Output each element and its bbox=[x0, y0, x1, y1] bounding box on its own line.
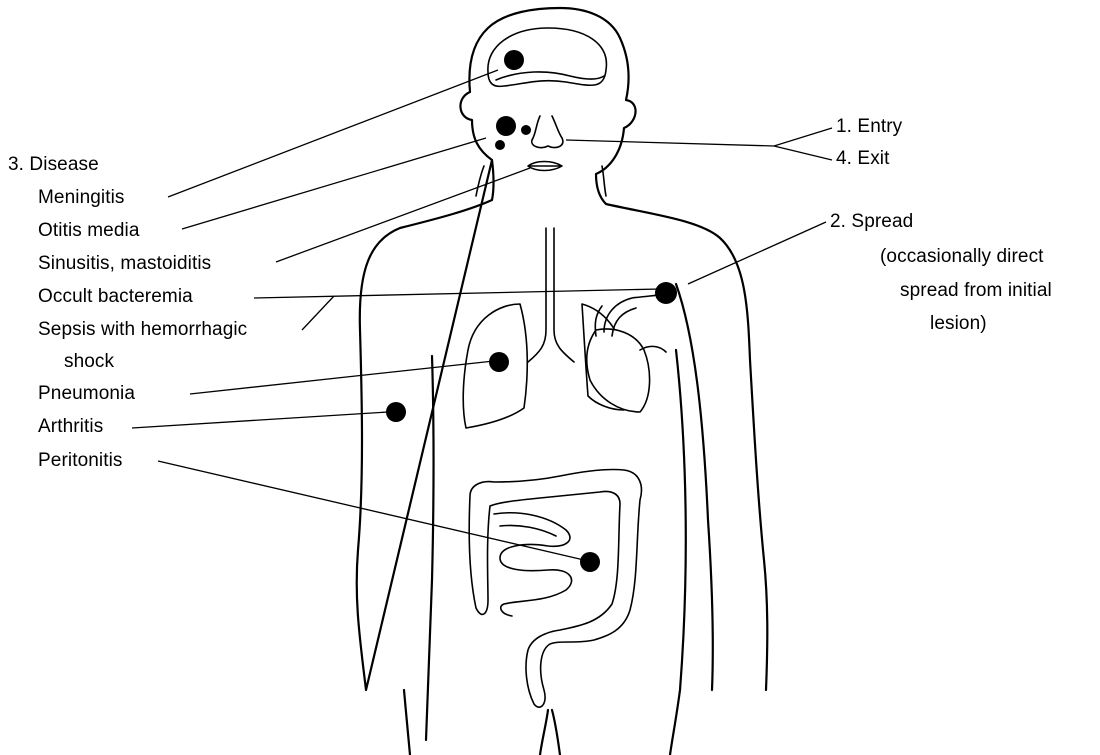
leader-sepsis bbox=[302, 296, 334, 330]
label-pneumonia: Pneumonia bbox=[38, 383, 135, 405]
infection-dot-bloodstream bbox=[655, 282, 677, 304]
label-spread: 2. Spread bbox=[830, 211, 913, 233]
leader-bacteremia bbox=[254, 289, 660, 298]
neck-left bbox=[476, 166, 484, 196]
right-arm-inner-line bbox=[676, 284, 713, 690]
label-sepsis: Sepsis with hemorrhagic bbox=[38, 319, 247, 341]
nose bbox=[532, 116, 563, 148]
infection-dot-ear bbox=[496, 116, 516, 136]
trachea bbox=[528, 228, 574, 362]
infection-dot-brain bbox=[504, 50, 524, 70]
left-arm-inner-line bbox=[426, 356, 434, 740]
body-outline bbox=[357, 8, 768, 690]
leader-meningitis bbox=[168, 70, 498, 197]
label-spread-note-line-2: spread from initial bbox=[900, 280, 1052, 302]
torso-right-line bbox=[670, 350, 686, 755]
leader-sinusitis bbox=[276, 168, 530, 262]
leader-peritonitis bbox=[158, 461, 584, 560]
small-intestine bbox=[494, 513, 572, 616]
leader-exit bbox=[774, 146, 832, 160]
label-occult-bacteremia: Occult bacteremia bbox=[38, 286, 193, 308]
leader-pneumonia bbox=[190, 361, 494, 394]
label-entry: 1. Entry bbox=[836, 116, 902, 138]
label-disease: 3. Disease bbox=[8, 154, 99, 176]
infection-dot-joint bbox=[386, 402, 406, 422]
leg-line-center bbox=[540, 710, 560, 755]
infection-dot-abdomen bbox=[580, 552, 600, 572]
large-intestine bbox=[469, 469, 641, 707]
infection-dot-sinus bbox=[521, 125, 531, 135]
label-exit: 4. Exit bbox=[836, 148, 890, 170]
label-peritonitis: Peritonitis bbox=[38, 450, 123, 472]
leader-otitis bbox=[182, 138, 486, 229]
label-otitis-media: Otitis media bbox=[38, 220, 140, 242]
infection-dot-mastoid bbox=[495, 140, 505, 150]
leader-entry bbox=[566, 128, 832, 146]
leader-arthritis bbox=[132, 412, 388, 428]
label-spread-note-line-1: (occasionally direct bbox=[880, 246, 1044, 268]
leg-line-left bbox=[404, 690, 410, 755]
label-spread-note-line-3: lesion) bbox=[930, 313, 987, 335]
label-shock: shock bbox=[64, 351, 114, 373]
label-meningitis: Meningitis bbox=[38, 187, 125, 209]
label-arthritis: Arthritis bbox=[38, 416, 103, 438]
label-sinusitis-mastoiditis: Sinusitis, mastoiditis bbox=[38, 253, 211, 275]
infection-dot-lung bbox=[489, 352, 509, 372]
